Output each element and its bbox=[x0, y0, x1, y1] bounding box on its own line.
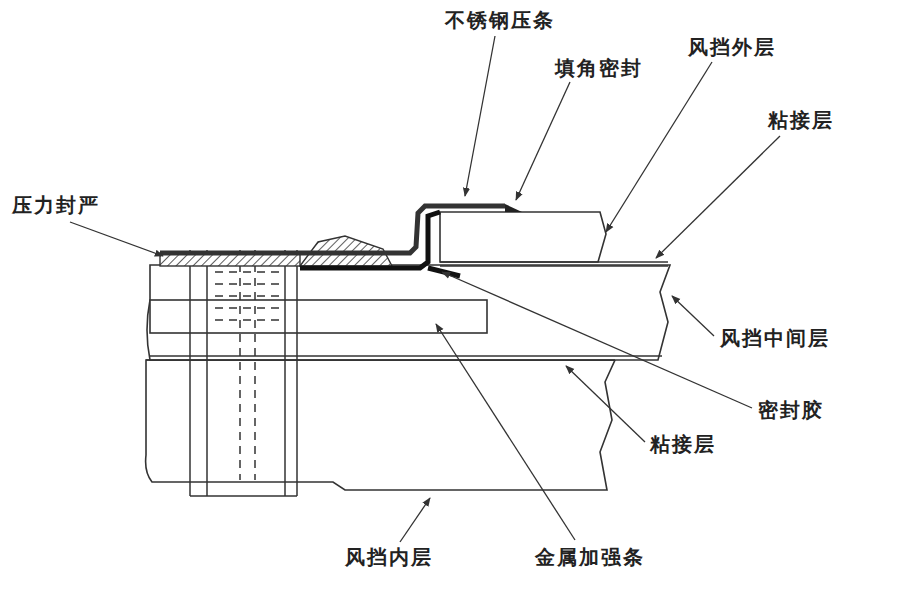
part-label: 不锈钢压条 bbox=[445, 8, 555, 32]
bond-layers bbox=[146, 262, 668, 360]
part-label: 压力封严 bbox=[12, 193, 100, 217]
inner-ply bbox=[146, 360, 615, 490]
part-label: 填角密封 bbox=[555, 56, 643, 80]
bolt bbox=[190, 250, 297, 496]
metal-strip bbox=[150, 300, 487, 333]
part-label: 风挡外层 bbox=[688, 35, 776, 59]
part-label: 粘接层 bbox=[650, 432, 716, 456]
sealant bbox=[300, 212, 460, 276]
stainless-strip bbox=[160, 206, 505, 253]
part-label: 密封胶 bbox=[758, 398, 824, 422]
leader-lines bbox=[70, 36, 780, 542]
middle-ply bbox=[147, 265, 670, 360]
fillet-seal bbox=[505, 204, 522, 212]
outer-ply bbox=[440, 212, 606, 262]
part-label: 风挡中间层 bbox=[720, 326, 830, 350]
part-label: 风挡内层 bbox=[345, 545, 433, 569]
part-label: 粘接层 bbox=[768, 108, 834, 132]
part-label: 金属加强条 bbox=[535, 545, 645, 569]
